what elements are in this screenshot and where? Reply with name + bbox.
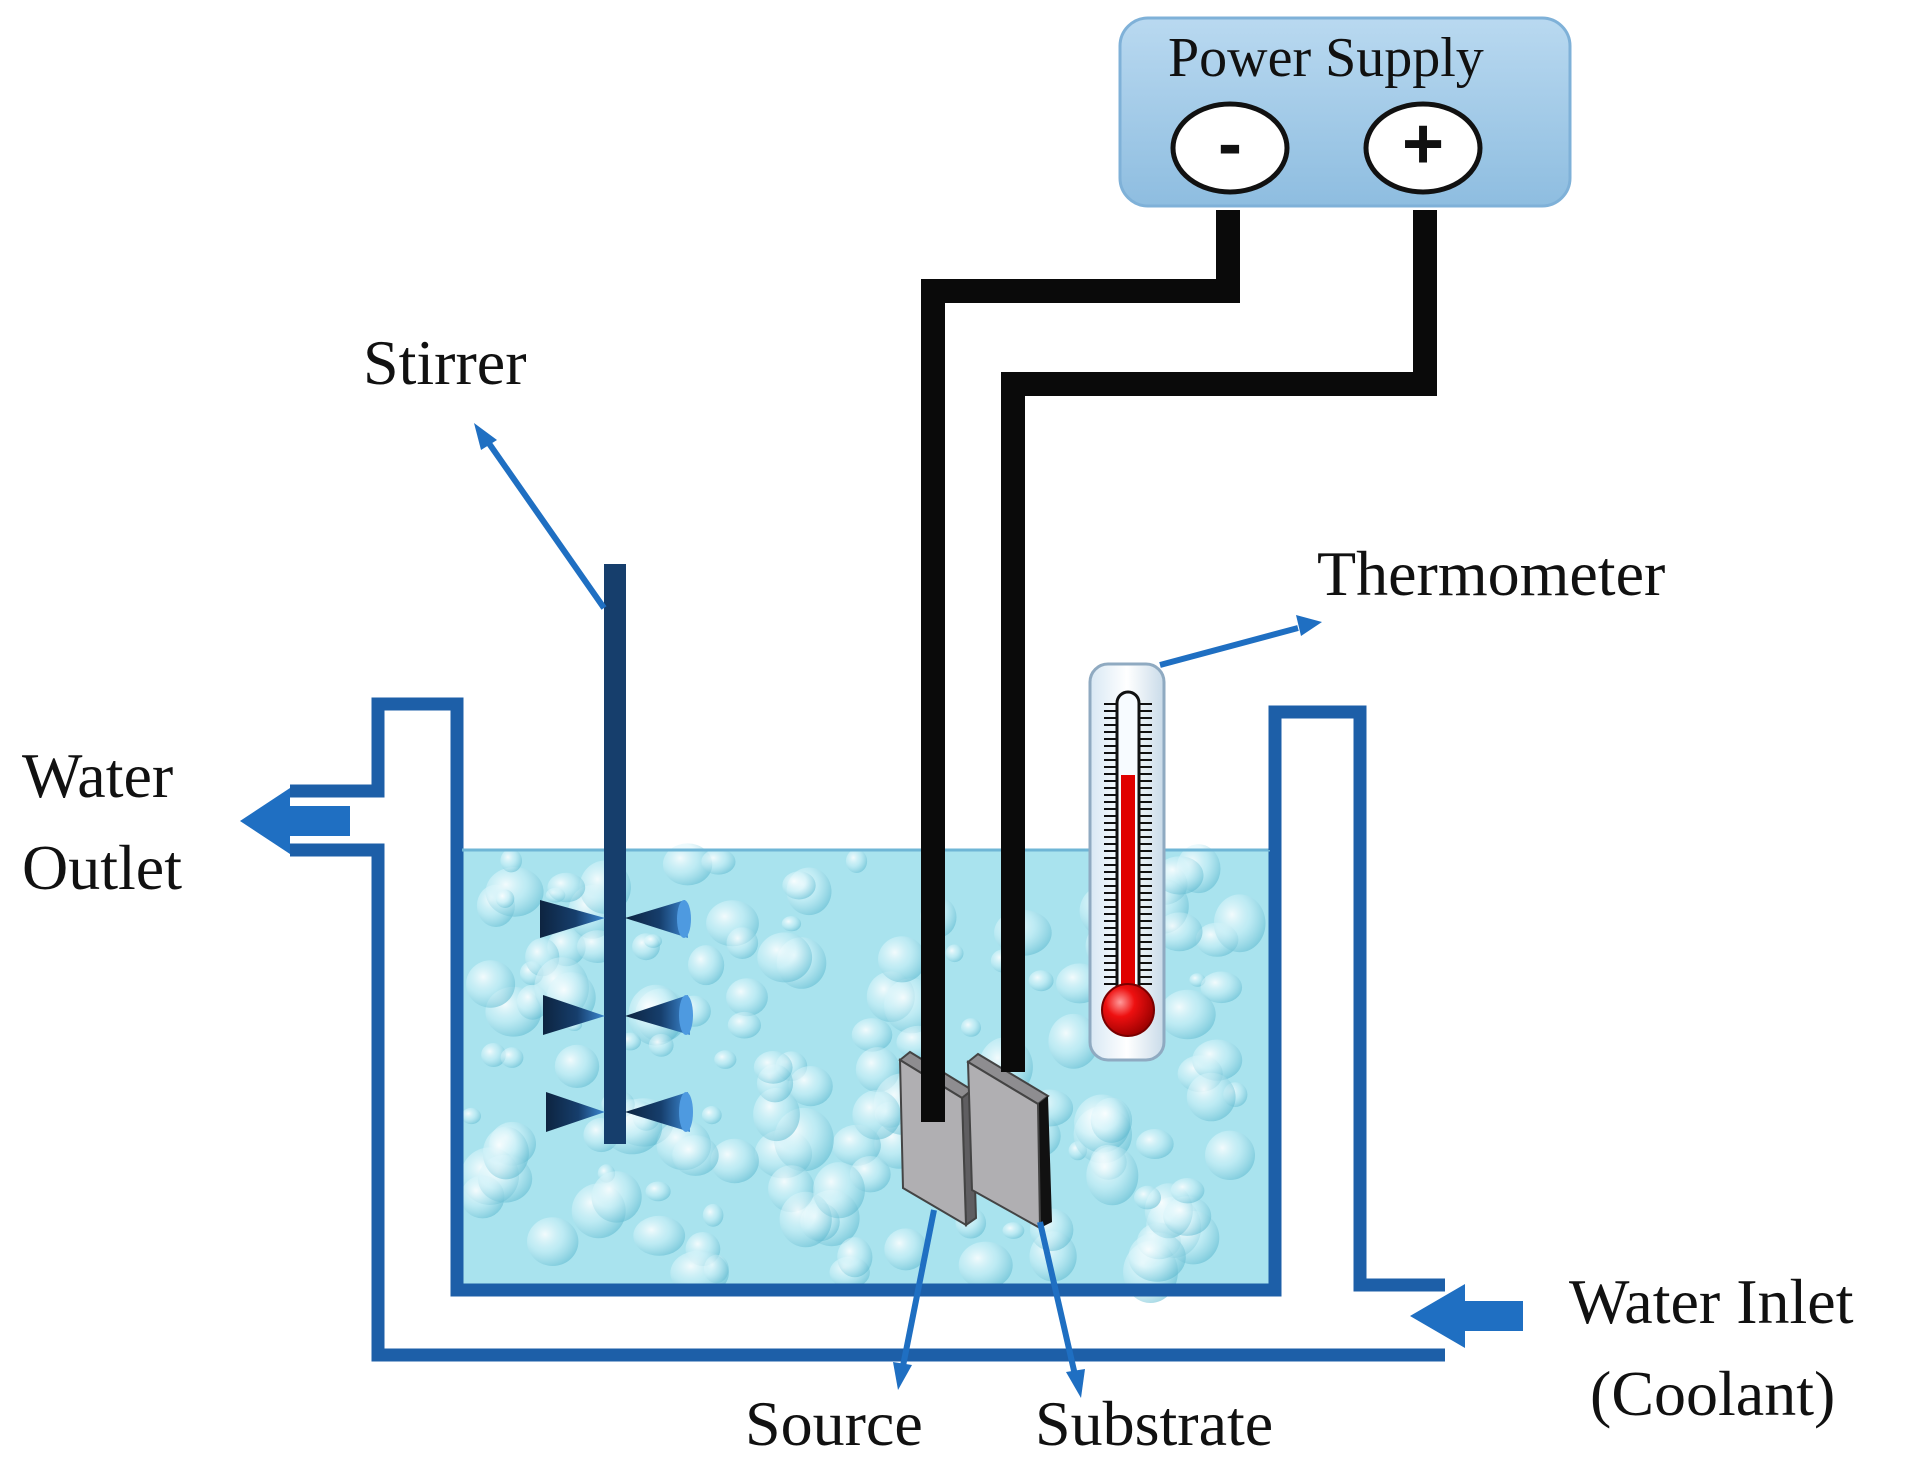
- water-bubble: [757, 932, 813, 983]
- water-bubble: [788, 1066, 833, 1107]
- water-bubble: [1186, 1072, 1236, 1122]
- water-bubble: [958, 1241, 1013, 1289]
- substrate-label: Substrate: [1035, 1388, 1274, 1459]
- water-bubble: [485, 867, 544, 917]
- water-bubble: [851, 1018, 893, 1052]
- water-bubble: [1134, 1185, 1161, 1210]
- positive-terminal-label: +: [1401, 104, 1445, 184]
- substrate-pointer-arrow: [1037, 1221, 1085, 1398]
- water-bubble: [1136, 1129, 1174, 1159]
- water-bubble: [495, 889, 515, 908]
- outer-jacket-bottom: [290, 843, 1445, 1362]
- water-bubble: [591, 1171, 642, 1223]
- water-bubble: [1200, 971, 1243, 1004]
- water-bubble: [644, 934, 662, 948]
- stirrer-label: Stirrer: [363, 327, 527, 398]
- water-bubble: [645, 1181, 671, 1202]
- water-bubble: [466, 960, 516, 1008]
- water-bubble: [1002, 1222, 1025, 1239]
- water-bubble: [782, 871, 816, 900]
- water-bubble: [1086, 1146, 1139, 1206]
- water-bubble: [781, 916, 802, 932]
- water-bubble: [1192, 1039, 1243, 1081]
- water-bubble: [753, 1051, 793, 1084]
- water-bubble: [500, 1047, 524, 1068]
- water-bubble: [672, 1135, 719, 1176]
- water-bubble: [1090, 1097, 1133, 1143]
- outer-jacket-right: [1268, 705, 1445, 1292]
- water-bubble: [714, 1050, 737, 1069]
- water-outlet-arrow: [240, 788, 350, 854]
- water-bubble: [688, 945, 725, 986]
- water-bubble: [837, 1237, 873, 1278]
- thermometer-pointer-arrow: [1159, 615, 1322, 668]
- water-outlet-label-line2: Outlet: [22, 832, 182, 903]
- thermometer-icon: [1088, 662, 1166, 1062]
- water-bubble: [1205, 1130, 1255, 1181]
- water-bubble: [753, 1087, 800, 1142]
- water-bubble: [554, 1044, 600, 1088]
- water-bubble: [1155, 856, 1204, 895]
- water-bubble: [1163, 1196, 1212, 1236]
- water-bubble: [702, 1203, 724, 1227]
- water-bubble: [845, 849, 868, 873]
- outer-jacket-left: [290, 697, 464, 798]
- water-bubble: [1128, 1232, 1186, 1282]
- stirrer-blades-icon: [540, 900, 693, 1132]
- water-bubble: [648, 1033, 674, 1057]
- water-bubble: [726, 927, 759, 959]
- water-outlet-label-line1: Water: [22, 740, 174, 811]
- water-bubble: [1048, 1013, 1099, 1069]
- water-bubble: [1156, 912, 1203, 952]
- water-bubble: [461, 1107, 481, 1125]
- electrode-icon: [966, 1052, 1052, 1230]
- negative-terminal-label: -: [1218, 104, 1242, 184]
- water-inlet-label-line1: Water Inlet: [1569, 1266, 1854, 1337]
- water-bubble: [812, 1162, 865, 1219]
- source-pointer-arrow: [893, 1209, 937, 1390]
- inner-vessel: [450, 705, 1282, 1297]
- water-bubble: [547, 872, 586, 903]
- water-bubble: [1170, 1178, 1205, 1204]
- water-bubble: [710, 1138, 759, 1184]
- water-bubble: [482, 1126, 529, 1180]
- water-bubble: [1159, 989, 1216, 1040]
- water-bubble: [726, 978, 768, 1017]
- water-bubble: [481, 1043, 506, 1067]
- stirrer-pointer-arrow: [474, 423, 607, 610]
- water-bubble: [633, 1215, 686, 1256]
- water-bubble: [945, 944, 964, 963]
- wire-positive: [1001, 210, 1437, 1072]
- power-supply-label: Power Supply: [1168, 27, 1484, 89]
- source-label: Source: [745, 1388, 923, 1459]
- terminal-icon: [1170, 101, 1290, 195]
- power-supply: [1118, 16, 1572, 208]
- water-inlet-label-line2: (Coolant): [1590, 1358, 1836, 1429]
- stirrer: [540, 564, 693, 1144]
- water-bubble: [527, 1217, 579, 1266]
- water-bubble: [500, 849, 522, 873]
- water-bubble: [701, 1106, 722, 1125]
- terminal-icon: [1363, 101, 1483, 195]
- water-bubble: [1213, 894, 1266, 953]
- water-bubble: [727, 1011, 762, 1039]
- water-bubble: [1028, 970, 1054, 992]
- thermometer-label: Thermometer: [1317, 538, 1666, 609]
- water-bubble: [878, 936, 926, 983]
- water-bubble: [961, 1018, 981, 1037]
- water-bubble: [852, 1090, 901, 1140]
- water-bubble: [884, 1228, 928, 1271]
- water-inlet-arrow: [1410, 1284, 1523, 1348]
- substrate-electrode: [966, 1052, 1052, 1230]
- water-bubble: [701, 848, 736, 875]
- water-bubble: [662, 843, 713, 886]
- wire-negative: [921, 210, 1240, 1122]
